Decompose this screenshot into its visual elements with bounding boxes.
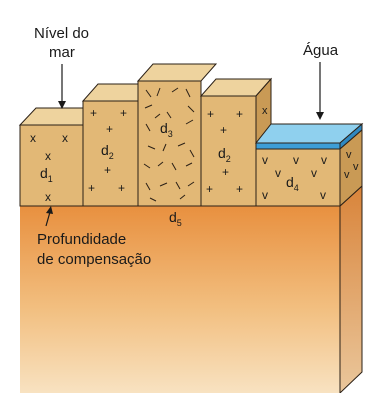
- block-d3: d3: [136, 63, 218, 207]
- symbol-plus: +: [207, 107, 214, 121]
- substratum-side: [339, 184, 363, 393]
- compensation-label-line2: de compensação: [37, 251, 151, 268]
- substratum-front: [20, 206, 340, 393]
- symbol-plus: +: [118, 181, 125, 195]
- water-label: Água: [303, 42, 339, 59]
- compensation-arrow: [45, 211, 51, 227]
- symbol-x: x: [62, 131, 68, 145]
- block-d2-left-front: [82, 100, 139, 207]
- block-d1-front: [19, 124, 84, 207]
- sea-level-annotation: Nível do mar: [34, 25, 89, 109]
- block-d3-front: [137, 80, 202, 207]
- compensation-arrowhead: [46, 206, 53, 214]
- symbol-v: v: [344, 169, 350, 181]
- sea-level-label-line2: mar: [49, 44, 75, 61]
- symbol-x: x: [30, 131, 36, 145]
- symbol-v: v: [346, 149, 352, 161]
- symbol-plus: +: [206, 182, 213, 196]
- symbol-v: v: [262, 153, 268, 167]
- symbol-v: v: [320, 188, 326, 202]
- water-front: [255, 142, 341, 150]
- symbol-plus: +: [88, 181, 95, 195]
- substratum-label: d5: [169, 209, 182, 228]
- substratum: [20, 184, 363, 393]
- block-d4: v v v v v v v v v v d4: [255, 128, 363, 208]
- block-d4-front: [255, 148, 341, 207]
- sea-level-label-line1: Nível do: [34, 25, 89, 42]
- sea-level-arrowhead: [58, 101, 66, 109]
- block-d4-label: d4: [286, 174, 299, 193]
- symbol-plus: +: [104, 163, 111, 177]
- water-layer: [254, 122, 364, 151]
- water-arrowhead: [316, 112, 324, 120]
- symbol-plus: +: [236, 107, 243, 121]
- symbol-v: v: [293, 153, 299, 167]
- dash-texture: [143, 87, 195, 202]
- symbol-x: x: [262, 105, 268, 117]
- symbol-x: x: [45, 190, 51, 204]
- compensation-annotation: Profundidade de compensação: [37, 206, 151, 268]
- water-annotation: Água: [303, 42, 339, 120]
- symbol-plus: +: [90, 106, 97, 120]
- block-d1-label: d1: [40, 165, 53, 184]
- block-d1: x x x x d1: [18, 107, 100, 207]
- symbol-v: v: [311, 166, 317, 180]
- block-d3-top: [136, 63, 218, 82]
- symbol-plus: +: [236, 182, 243, 196]
- compensation-label-line1: Profundidade: [37, 231, 126, 248]
- symbol-plus: +: [220, 123, 227, 137]
- symbol-x: x: [45, 149, 51, 163]
- symbol-v: v: [262, 188, 268, 202]
- symbol-v: v: [353, 161, 359, 173]
- block-d4-side: [339, 128, 363, 208]
- symbol-plus: +: [120, 106, 127, 120]
- block-d2-right-label: d2: [218, 145, 231, 164]
- block-d2-left-label: d2: [101, 142, 114, 161]
- block-d2-right: + + + + + + x d2: [199, 77, 273, 207]
- symbol-plus: +: [106, 122, 113, 136]
- symbol-plus: +: [222, 165, 229, 179]
- symbol-v: v: [321, 153, 327, 167]
- block-d3-label: d3: [160, 120, 173, 139]
- symbol-v: v: [275, 166, 281, 180]
- block-d2-right-front: [200, 95, 257, 207]
